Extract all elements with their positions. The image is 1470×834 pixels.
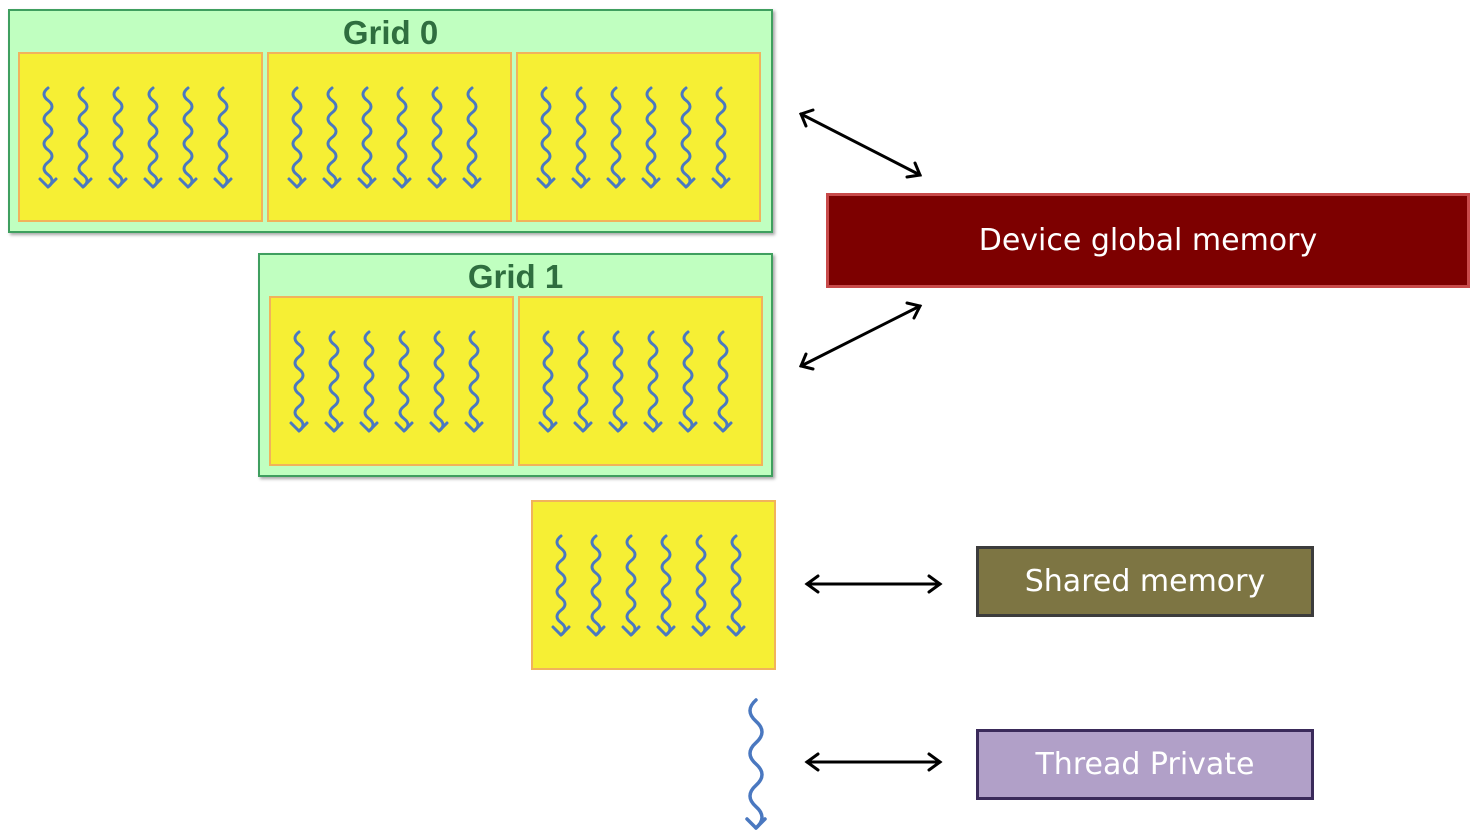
thread-icon <box>608 330 628 433</box>
thread-icon <box>606 86 626 189</box>
thread-block <box>518 296 763 466</box>
thread-private-memory-label: Thread Private <box>1035 747 1255 782</box>
thread-group <box>289 330 484 433</box>
thread-icon <box>178 86 198 189</box>
thread-group <box>538 330 733 433</box>
thread-icon <box>551 534 571 637</box>
thread-icon <box>641 86 661 189</box>
thread-block <box>516 52 761 222</box>
thread-icon <box>586 534 606 637</box>
thread-group <box>38 86 233 189</box>
thread-icon <box>287 86 307 189</box>
thread-block <box>269 296 514 466</box>
thread-icon <box>73 86 93 189</box>
thread-icon <box>536 86 556 189</box>
arrow-global-grid1 <box>798 301 923 371</box>
thread-icon <box>392 86 412 189</box>
thread-icon <box>573 330 593 433</box>
thread-icon <box>143 86 163 189</box>
shared-memory-label: Shared memory <box>1024 564 1266 599</box>
thread-icon <box>324 330 344 433</box>
thread-block <box>267 52 512 222</box>
thread-icon <box>213 86 233 189</box>
thread-icon <box>38 86 58 189</box>
grid-0: Grid 0 <box>8 9 773 233</box>
thread-icon <box>427 86 447 189</box>
grid-1-title: Grid 1 <box>467 258 564 295</box>
thread-group <box>287 86 482 189</box>
thread-icon <box>464 330 484 433</box>
arrow-private <box>804 752 943 772</box>
thread-icon <box>429 330 449 433</box>
thread-icon <box>462 86 482 189</box>
thread-icon <box>108 86 128 189</box>
thread-icon <box>713 330 733 433</box>
thread-block-standalone <box>531 500 776 670</box>
thread-icon <box>357 86 377 189</box>
thread-icon <box>656 534 676 637</box>
thread-icon <box>643 330 663 433</box>
thread-icon <box>745 698 767 830</box>
thread-icon <box>538 330 558 433</box>
thread-block <box>18 52 263 222</box>
thread-group <box>551 534 746 637</box>
thread-icon <box>289 330 309 433</box>
device-global-memory: Device global memory <box>826 193 1470 288</box>
device-global-memory-label: Device global memory <box>978 223 1318 258</box>
thread-icon <box>691 534 711 637</box>
thread-icon <box>711 86 731 189</box>
thread-icon <box>359 330 379 433</box>
grid-0-title: Grid 0 <box>342 14 439 51</box>
thread-icon <box>745 698 767 830</box>
thread-icon <box>322 86 342 189</box>
arrow-global-grid0 <box>798 108 923 179</box>
thread-group <box>536 86 731 189</box>
arrow-shared <box>804 574 943 594</box>
thread-icon <box>678 330 698 433</box>
thread-icon <box>571 86 591 189</box>
shared-memory: Shared memory <box>976 546 1314 617</box>
thread-private-memory: Thread Private <box>976 729 1314 800</box>
thread-icon <box>621 534 641 637</box>
thread-icon <box>676 86 696 189</box>
grid-1: Grid 1 <box>258 253 773 477</box>
thread-icon <box>394 330 414 433</box>
thread-icon <box>726 534 746 637</box>
